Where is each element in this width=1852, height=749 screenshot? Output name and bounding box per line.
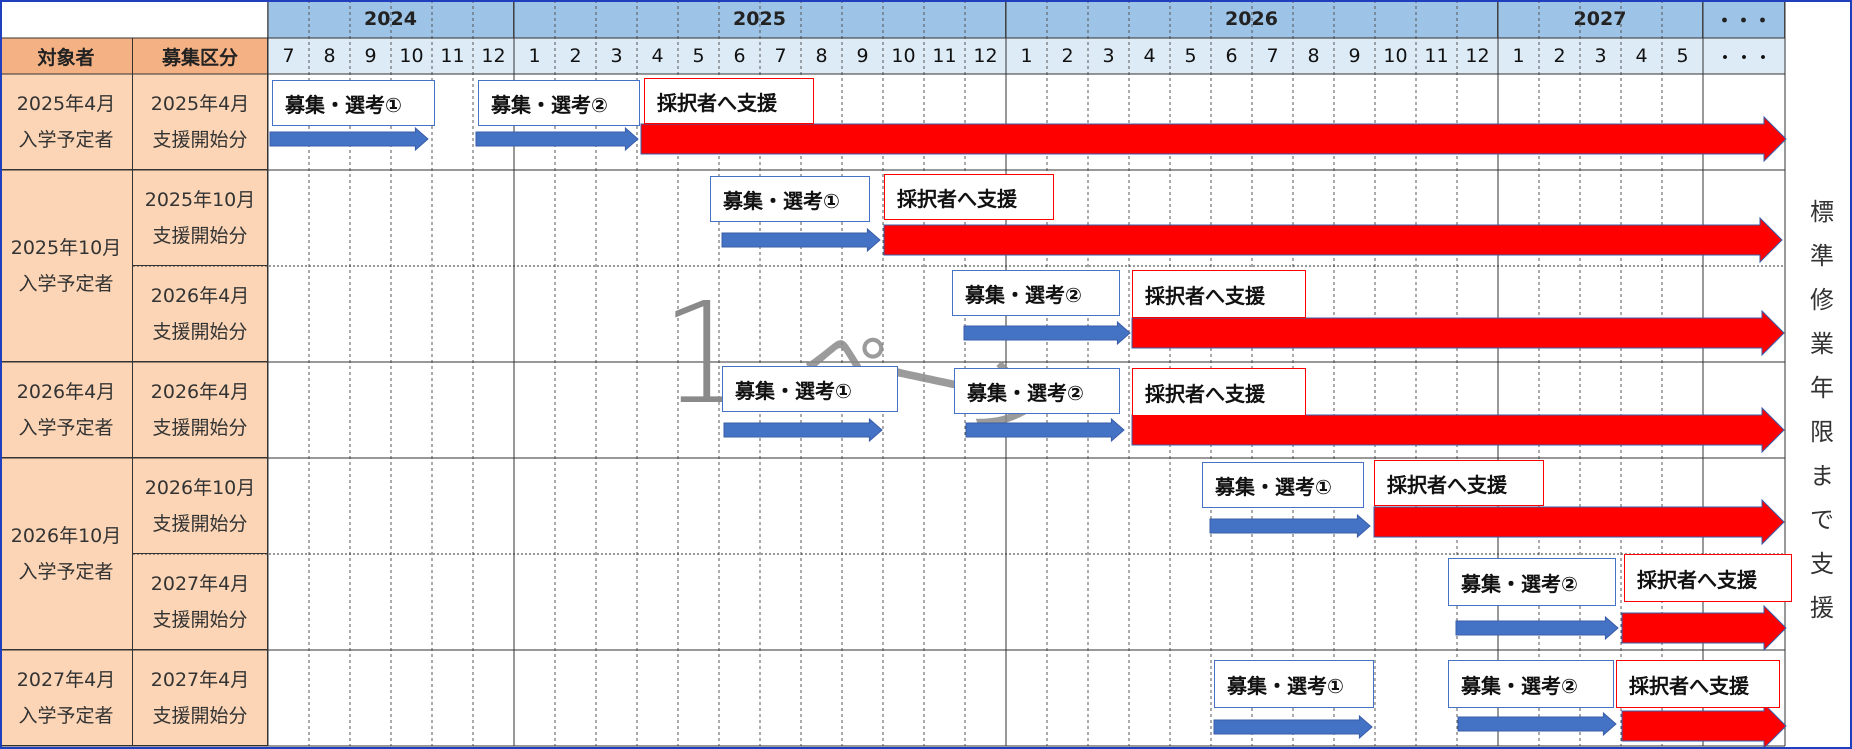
- target-cell: 2027年4月 入学予定者: [0, 650, 133, 746]
- year-header-blank: [0, 0, 268, 38]
- selection-2-label-box: 募集・選考②: [954, 368, 1120, 414]
- selection-arrow: [963, 320, 1131, 346]
- selection-arrow: [1457, 711, 1617, 737]
- support-label-box: 採択者へ支援: [1624, 554, 1792, 602]
- month-header-cell: 11: [924, 38, 965, 74]
- month-header-cell: 10: [391, 38, 432, 74]
- selection-1-label-box: 募集・選考①: [710, 176, 870, 222]
- support-arrow: [640, 115, 1787, 163]
- month-header-cell: 3: [596, 38, 637, 74]
- target-cell: 2025年4月 入学予定者: [0, 74, 133, 170]
- selection-arrow: [1455, 615, 1619, 641]
- selection-arrow: [721, 227, 881, 253]
- category-cell: 2027年4月 支援開始分: [133, 650, 268, 746]
- category-cell: 2025年10月 支援開始分: [133, 170, 268, 266]
- year-header-cell: ・・・: [1703, 0, 1785, 38]
- side-note-char: 年: [1810, 374, 1834, 402]
- selection-2-label-box: 募集・選考②: [952, 270, 1120, 316]
- month-header-cell: 9: [842, 38, 883, 74]
- month-header-cell: 4: [1621, 38, 1662, 74]
- support-arrow: [1621, 604, 1787, 652]
- month-header-cell: 5: [1662, 38, 1703, 74]
- month-header-cell: 10: [883, 38, 924, 74]
- month-header-cell: 12: [1457, 38, 1498, 74]
- month-header-cell: 7: [760, 38, 801, 74]
- month-header-cell: 10: [1375, 38, 1416, 74]
- side-note-char: 修: [1810, 286, 1834, 314]
- month-header-cell: 1: [1498, 38, 1539, 74]
- month-header-cell: 6: [719, 38, 760, 74]
- support-arrow: [883, 216, 1783, 264]
- target-cell: 2026年4月 入学予定者: [0, 362, 133, 458]
- category-cell: 2026年10月 支援開始分: [133, 458, 268, 554]
- side-note-standard-period: 標準修業年限まで支援: [1792, 190, 1852, 630]
- month-header-cell: 7: [268, 38, 309, 74]
- month-header-cell: 3: [1088, 38, 1129, 74]
- side-note-char: 準: [1810, 242, 1834, 270]
- month-header-cell: 11: [432, 38, 473, 74]
- month-header-cell: 2: [555, 38, 596, 74]
- header-category: 募集区分: [133, 38, 268, 74]
- month-header-cell: 1: [514, 38, 555, 74]
- category-cell: 2025年4月 支援開始分: [133, 74, 268, 170]
- side-note-char: 限: [1810, 418, 1834, 446]
- selection-arrow: [965, 417, 1125, 443]
- selection-arrow: [475, 126, 639, 152]
- month-header-cell: 2: [1047, 38, 1088, 74]
- selection-2-label-box: 募集・選考②: [1448, 660, 1614, 708]
- selection-1-label-box: 募集・選考①: [1202, 462, 1364, 508]
- support-label-box: 採択者へ支援: [1616, 660, 1780, 708]
- category-cell: 2026年4月 支援開始分: [133, 266, 268, 362]
- month-header-cell: 8: [309, 38, 350, 74]
- selection-1-label-box: 募集・選考①: [1214, 660, 1374, 708]
- support-label-box: 採択者へ支援: [644, 78, 814, 124]
- side-note-char: 支: [1810, 550, 1834, 578]
- year-header-cell: 2027: [1498, 0, 1703, 38]
- month-header-cell: 5: [1170, 38, 1211, 74]
- month-header-cell: 6: [1211, 38, 1252, 74]
- month-header-cell: 8: [1293, 38, 1334, 74]
- month-header-cell: 9: [350, 38, 391, 74]
- month-header-cell: 2: [1539, 38, 1580, 74]
- selection-1-label-box: 募集・選考①: [272, 80, 435, 126]
- support-arrow: [1621, 702, 1787, 749]
- side-note-char: ま: [1810, 462, 1834, 490]
- month-header-cell: 9: [1334, 38, 1375, 74]
- selection-arrow: [269, 126, 429, 152]
- month-header-cell: 12: [965, 38, 1006, 74]
- month-header-cell: 7: [1252, 38, 1293, 74]
- support-arrow: [1373, 498, 1785, 546]
- month-header-cell: 1: [1006, 38, 1047, 74]
- selection-2-label-box: 募集・選考②: [1448, 558, 1616, 606]
- month-header-cell: 4: [637, 38, 678, 74]
- month-header-cell: ・・・: [1703, 38, 1785, 74]
- support-label-box: 採択者へ支援: [1132, 270, 1306, 318]
- month-header-cell: 3: [1580, 38, 1621, 74]
- selection-arrow: [1209, 513, 1371, 539]
- selection-arrow: [1213, 714, 1373, 740]
- selection-2-label-box: 募集・選考②: [478, 80, 640, 126]
- month-header-cell: 11: [1416, 38, 1457, 74]
- side-note-char: 標: [1810, 198, 1834, 226]
- support-label-box: 採択者へ支援: [1132, 368, 1306, 416]
- selection-arrow: [723, 417, 883, 443]
- target-cell: 2026年10月 入学予定者: [0, 458, 133, 650]
- month-header-cell: 12: [473, 38, 514, 74]
- support-arrow: [1131, 406, 1785, 454]
- side-note-char: 業: [1810, 330, 1834, 358]
- support-label-box: 採択者へ支援: [884, 174, 1054, 220]
- header-target: 対象者: [0, 38, 133, 74]
- side-note-char: で: [1810, 506, 1834, 534]
- selection-1-label-box: 募集・選考①: [722, 366, 898, 412]
- side-note-char: 援: [1810, 594, 1834, 622]
- month-header-cell: 4: [1129, 38, 1170, 74]
- support-label-box: 採択者へ支援: [1374, 460, 1544, 506]
- support-arrow: [1131, 309, 1785, 357]
- month-header-cell: 5: [678, 38, 719, 74]
- category-cell: 2026年4月 支援開始分: [133, 362, 268, 458]
- month-header-cell: 8: [801, 38, 842, 74]
